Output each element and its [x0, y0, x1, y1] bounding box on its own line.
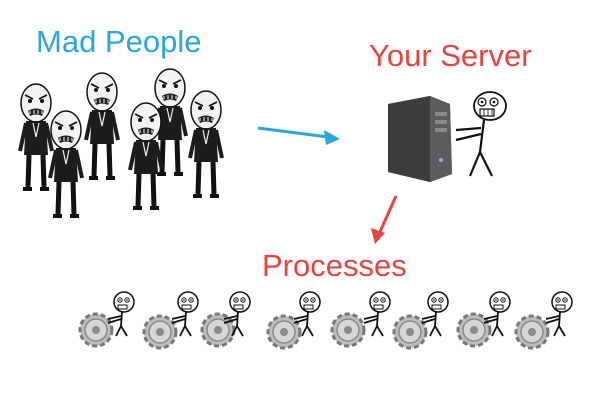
process-worker-icon	[78, 291, 135, 348]
process-worker-icon	[456, 291, 511, 348]
processes-label: Processes	[262, 248, 407, 283]
process-worker-icon	[392, 291, 449, 350]
process-worker-icon	[266, 291, 321, 350]
process-worker-icon	[200, 291, 251, 348]
angry-person-icon	[86, 73, 118, 178]
mad-people-label: Mad People	[36, 24, 202, 59]
server-worker-figure-icon	[455, 91, 507, 177]
process-worker-icon	[330, 291, 391, 348]
angry-person-icon	[130, 103, 162, 208]
angry-person-icon	[50, 111, 82, 216]
processes-row	[78, 291, 573, 350]
request-arrow	[257, 126, 340, 145]
angry-person-icon	[20, 84, 52, 189]
process-worker-icon	[142, 291, 199, 350]
server-tower-icon	[388, 96, 452, 182]
process-worker-icon	[514, 291, 573, 350]
mad-people-crowd	[20, 69, 222, 216]
spawn-arrow	[371, 195, 398, 244]
angry-person-icon	[190, 91, 222, 196]
your-server-label: Your Server	[369, 38, 532, 73]
